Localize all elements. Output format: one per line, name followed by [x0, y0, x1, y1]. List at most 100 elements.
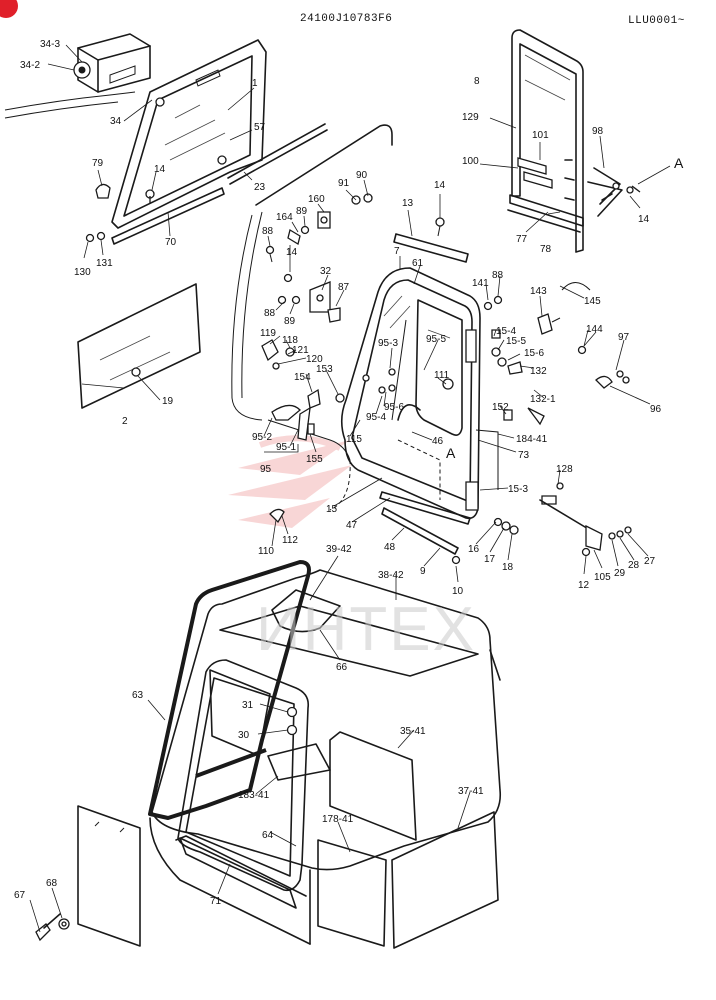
callout-61: 61: [412, 258, 424, 269]
leader-lines: [29, 44, 671, 933]
rear-window-frame: [507, 29, 641, 253]
callout-105: 105: [594, 572, 611, 583]
callout-15-5: 15-5: [506, 336, 526, 347]
callout-14-b: 14: [638, 214, 650, 225]
callout-101: 101: [532, 130, 549, 141]
callout-88-b: 88: [264, 308, 276, 319]
callout-119: 119: [260, 328, 276, 339]
callout-95-3: 95-3: [378, 338, 398, 349]
wiper-motor-assembly: [4, 33, 151, 119]
callout-23: 23: [254, 182, 266, 193]
callout-A-door: A: [446, 445, 456, 461]
callout-78: 78: [540, 244, 552, 255]
callout-labels: 34-3 34-2 34 1 57 79 14 23 70 130 131 8 …: [14, 39, 684, 907]
callout-28: 28: [628, 560, 640, 571]
callout-14-a: 14: [154, 164, 166, 175]
callout-95-2: 95-2: [252, 432, 272, 443]
watermark-text: ИНТЕХ: [256, 595, 476, 664]
callout-144: 144: [586, 324, 603, 335]
callout-183-41: 183-41: [238, 790, 270, 801]
callout-35-41: 35-41: [400, 726, 426, 737]
callout-67: 67: [14, 890, 26, 901]
callout-110: 110: [258, 546, 274, 557]
callout-1: 1: [252, 78, 258, 89]
callout-34-2: 34-2: [20, 60, 40, 71]
callout-30: 30: [238, 730, 250, 741]
callout-71: 71: [210, 896, 222, 907]
callout-129: 129: [462, 112, 479, 123]
callout-70: 70: [165, 237, 177, 248]
callout-184-41: 184-41: [516, 434, 548, 445]
callout-14-d: 14: [434, 180, 446, 191]
callout-68: 68: [46, 878, 58, 889]
callout-95-6: 95-6: [384, 402, 404, 413]
callout-66: 66: [336, 662, 348, 673]
side-glass-panel-2: [77, 283, 201, 409]
callout-112: 112: [282, 535, 298, 546]
callout-16: 16: [468, 544, 480, 555]
callout-34: 34: [110, 116, 122, 127]
drawing-number: 24100J10783F6: [300, 13, 392, 25]
callout-57: 57: [254, 122, 266, 133]
callout-98: 98: [592, 126, 604, 137]
callout-15: 15: [326, 504, 338, 515]
callout-141: 141: [472, 278, 489, 289]
callout-7: 7: [394, 246, 400, 257]
callout-152: 152: [492, 402, 509, 413]
callout-64: 64: [262, 830, 274, 841]
callout-160: 160: [308, 194, 325, 205]
callout-143: 143: [530, 286, 547, 297]
callout-A-top: A: [674, 155, 684, 171]
callout-100: 100: [462, 156, 479, 167]
callout-132-1: 132-1: [530, 394, 556, 405]
callout-63: 63: [132, 690, 144, 701]
callout-88-c: 88: [492, 270, 504, 281]
callout-8: 8: [474, 76, 480, 87]
callout-15-3: 15-3: [508, 484, 528, 495]
callout-15-4: 15-4: [496, 326, 516, 337]
callout-46: 46: [432, 436, 444, 447]
callout-37-41: 37-41: [458, 786, 484, 797]
callout-115: 115: [346, 434, 362, 445]
callout-32: 32: [320, 266, 332, 277]
callout-88-a: 88: [262, 226, 274, 237]
callout-128: 128: [556, 464, 573, 475]
panels-41: [267, 731, 499, 949]
washer-68-icon: [58, 918, 70, 930]
callout-89-b: 89: [284, 316, 296, 327]
callout-89-a: 89: [296, 206, 308, 217]
callout-77: 77: [516, 234, 528, 245]
front-window-seal-63: [148, 560, 311, 820]
upper-window-frame: [111, 39, 267, 229]
corner-badge-icon: [0, 0, 18, 18]
callout-155: 155: [306, 454, 323, 465]
door-assembly: [340, 267, 499, 520]
callout-145: 145: [584, 296, 601, 307]
callout-111: 111: [434, 370, 450, 381]
callout-18: 18: [502, 562, 514, 573]
callout-19: 19: [162, 396, 174, 407]
callout-121: 121: [292, 345, 309, 356]
callout-79: 79: [92, 158, 104, 169]
callout-14-c: 14: [286, 247, 298, 258]
callout-2: 2: [122, 416, 128, 427]
callout-154: 154: [294, 372, 311, 383]
callout-97: 97: [618, 332, 630, 343]
bolt-67-icon: [35, 913, 61, 942]
small-parts-upper-left: [85, 183, 155, 243]
callout-95-4: 95-4: [366, 412, 386, 423]
callout-38-42: 38-42: [378, 570, 404, 581]
callout-130: 130: [74, 267, 91, 278]
callout-12: 12: [578, 580, 590, 591]
callout-13: 13: [402, 198, 414, 209]
callout-95-1: 95-1: [276, 442, 296, 453]
callout-73: 73: [518, 450, 530, 461]
callout-87: 87: [338, 282, 350, 293]
cab-body: [149, 569, 502, 945]
callout-153: 153: [316, 364, 333, 375]
callout-90: 90: [356, 170, 368, 181]
callout-39-42: 39-42: [326, 544, 352, 555]
callout-95: 95: [260, 464, 272, 475]
callout-27: 27: [644, 556, 656, 567]
